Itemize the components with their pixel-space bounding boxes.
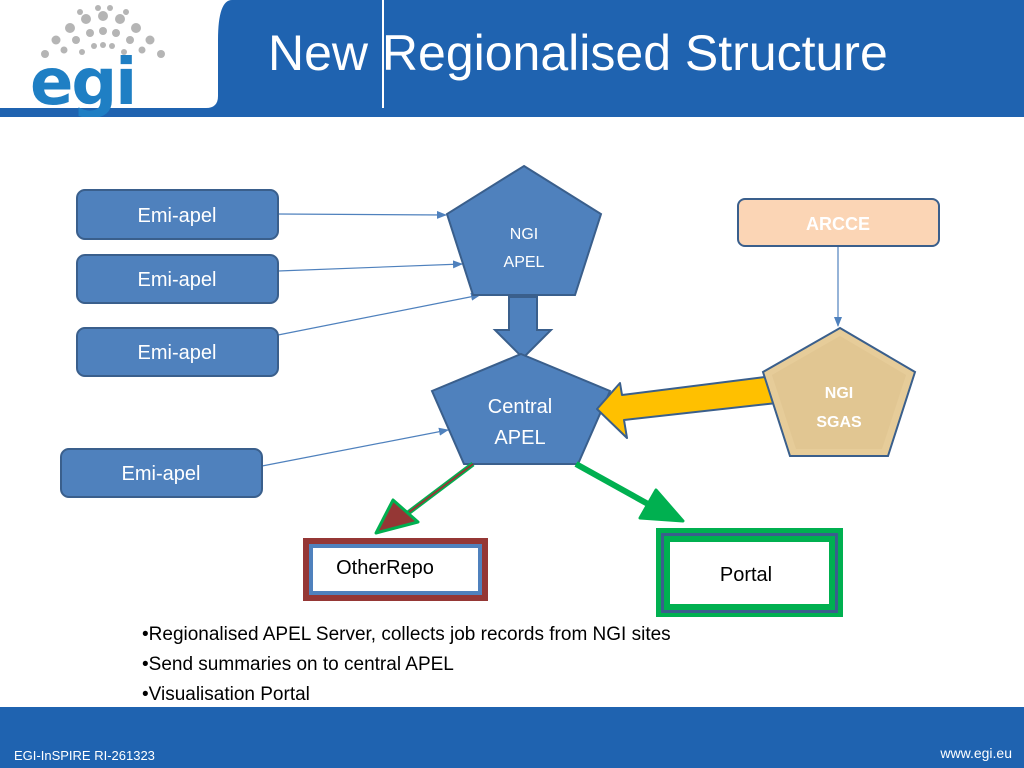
otherrepo-label: OtherRepo: [336, 557, 434, 579]
portal-box: Portal: [656, 528, 843, 617]
bullet-item-3: •Visualisation Portal: [142, 684, 310, 705]
ngi-sgas-label-line1: NGI: [825, 385, 853, 402]
footer-project-id: EGI-InSPIRE RI-261323: [14, 748, 155, 763]
emi-apel-label-4: Emi-apel: [122, 463, 201, 485]
central-apel-label-line1: Central: [488, 396, 552, 418]
bullet-item-1: •Regionalised APEL Server, collects job …: [142, 624, 671, 645]
ngi-apel-label-line1: NGI: [510, 226, 538, 243]
ngi-apel-node: NGI APEL: [445, 164, 603, 296]
central-apel-node: Central APEL: [430, 352, 612, 465]
emi-apel-box-2: Emi-apel: [76, 254, 279, 304]
ngi-sgas-label-line2: SGAS: [816, 414, 862, 431]
header-bar: egi New Regionalised Structure: [0, 0, 1024, 117]
emi-apel-label-1: Emi-apel: [138, 205, 217, 227]
arrow-to-portal: [574, 461, 685, 523]
connector-emi3-ngi: [277, 292, 481, 336]
emi-apel-box-3: Emi-apel: [76, 327, 279, 377]
arrow-to-otherrepo: [374, 462, 475, 535]
emi-apel-label-2: Emi-apel: [138, 269, 217, 291]
logo-dots-icon: [41, 5, 165, 58]
emi-apel-box-4: Emi-apel: [60, 448, 263, 498]
ngi-sgas-node: NGI SGAS: [761, 326, 917, 457]
ngi-apel-label-line2: APEL: [504, 254, 545, 271]
page-title: New Regionalised Structure: [268, 25, 888, 81]
arcce-box: ARCCE: [737, 198, 940, 247]
otherrepo-box: OtherRepo: [303, 538, 488, 601]
logo-wordmark: egi: [30, 46, 135, 117]
down-block-arrow: [492, 296, 554, 360]
bullet-list: •Regionalised APEL Server, collects job …: [142, 620, 671, 710]
portal-label: Portal: [720, 564, 772, 586]
central-apel-label-line2: APEL: [494, 427, 545, 449]
arcce-label: ARCCE: [806, 214, 870, 234]
connector-emi1-ngi: [277, 210, 447, 219]
bullet-item-2: •Send summaries on to central APEL: [142, 654, 454, 675]
footer-bar: EGI-InSPIRE RI-261323 www.egi.eu: [0, 707, 1024, 768]
footer-url-link[interactable]: www.egi.eu: [940, 745, 1012, 761]
header-background: egi: [0, 0, 1024, 117]
emi-apel-label-3: Emi-apel: [138, 342, 217, 364]
accounting-diagram: Emi-apel Emi-apel Emi-apel Emi-apel NGI …: [60, 164, 940, 617]
emi-apel-box-1: Emi-apel: [76, 189, 279, 240]
yellow-block-arrow: [596, 375, 778, 439]
connector-emi2-ngi: [277, 260, 463, 272]
connector-emi4-central: [261, 427, 449, 467]
egi-logo: egi: [30, 5, 165, 117]
